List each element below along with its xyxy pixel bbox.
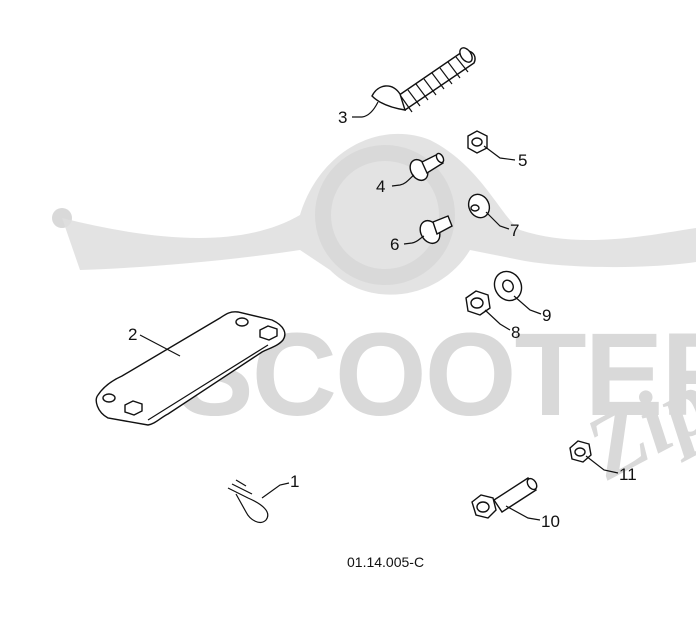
callout-7: 7 <box>510 221 519 240</box>
leader-lines <box>139 101 619 521</box>
part-9-washer <box>493 270 523 302</box>
part-4-pin <box>409 152 445 182</box>
callout-9: 9 <box>542 306 551 325</box>
callout-5: 5 <box>518 151 527 170</box>
callout-labels: 1 2 3 4 5 6 7 8 9 10 11 <box>128 108 637 531</box>
diagram-code: 01.14.005-C <box>347 554 424 570</box>
part-8-nut <box>465 290 491 316</box>
part-10-bolt <box>471 477 538 519</box>
callout-6: 6 <box>390 235 399 254</box>
watermark-logo: SCOOTER Zip <box>52 133 696 499</box>
callout-10: 10 <box>541 512 560 531</box>
part-1-split-pin <box>227 479 269 524</box>
callout-11: 11 <box>619 465 637 484</box>
callout-2: 2 <box>128 325 137 344</box>
callout-3: 3 <box>338 108 347 127</box>
part-5-nut <box>467 130 488 154</box>
part-3-grip <box>371 47 476 113</box>
part-11-nut <box>569 440 592 463</box>
callout-4: 4 <box>376 177 385 196</box>
callout-1: 1 <box>290 472 299 491</box>
part-7-nut <box>467 193 491 219</box>
part-2-link-plate <box>95 311 286 426</box>
callout-8: 8 <box>511 323 520 342</box>
